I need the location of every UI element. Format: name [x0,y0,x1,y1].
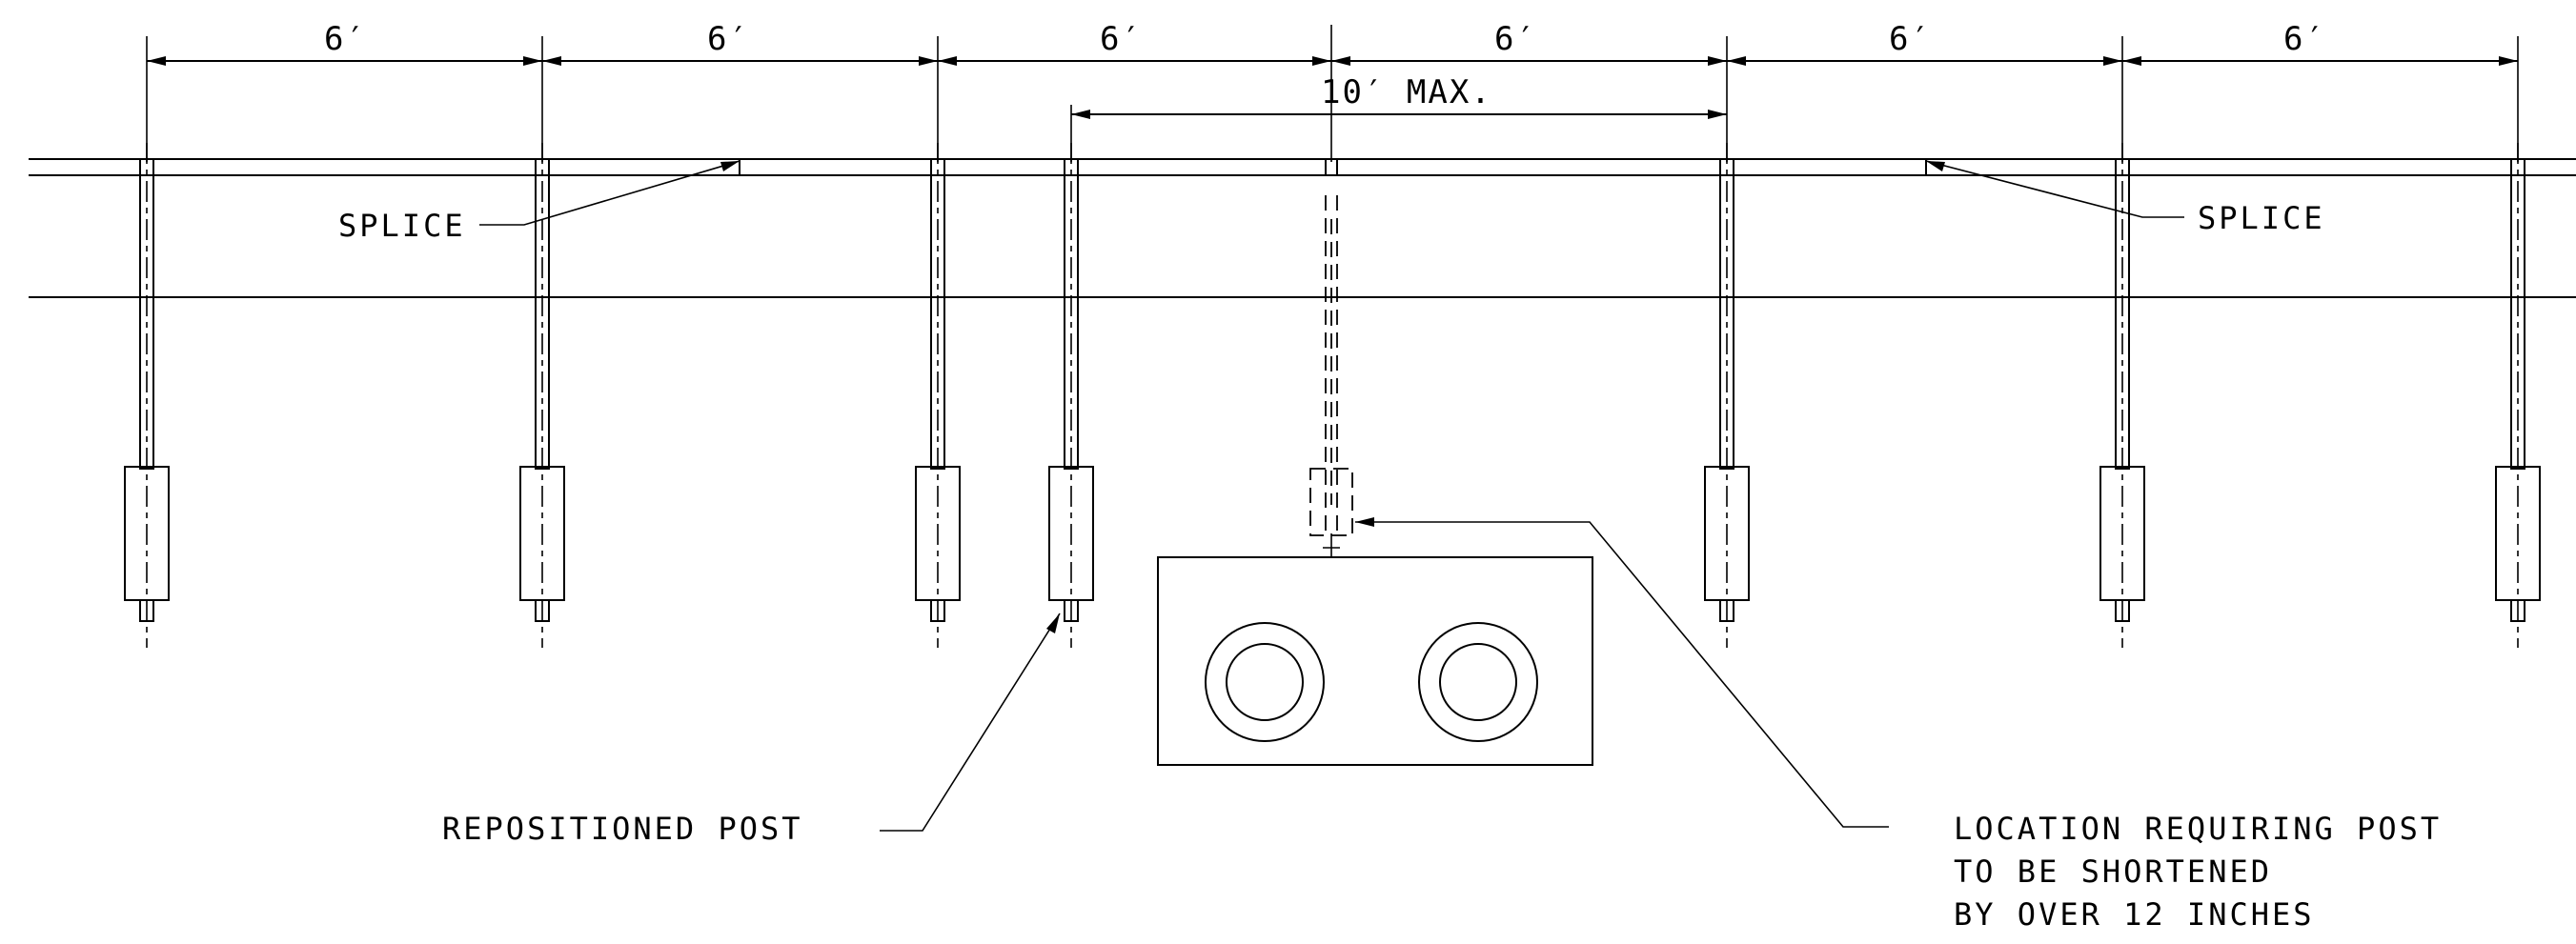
location-note-line-3: BY OVER 12 INCHES [1954,896,2315,933]
post-5 [1704,143,1750,648]
post-7 [2495,143,2541,648]
post-3 [915,143,961,648]
splice-marks [739,159,1927,175]
post-6 [2099,143,2145,648]
splice-label-left: SPLICE [338,208,466,244]
post-2 [519,143,565,648]
max-dimension-line [1070,105,1727,162]
repositioned-post-label: REPOSITIONED POST [442,811,803,847]
max-spacing-label: 10′ MAX. [1321,73,1492,111]
location-note-line-1: LOCATION REQUIRING POST [1954,811,2442,847]
leader-repositioned-post [880,613,1061,832]
spacing-label-6: 6′ [2283,20,2326,58]
spacing-label-4: 6′ [1494,20,1537,58]
spacing-label-2: 6′ [707,20,750,58]
repositioned-post [1048,143,1094,648]
post-1 [124,143,170,648]
location-note-line-2: TO BE SHORTENED [1954,854,2272,890]
shortened-post-hidden [1309,158,1353,557]
spacing-label-3: 6′ [1100,20,1143,58]
leader-splice-left [479,160,740,226]
leader-shortened-location [1355,517,1889,828]
leader-splice-right [1925,160,2184,218]
spacing-dimension-line [146,25,2519,162]
spacing-label-5: 6′ [1889,20,1932,58]
splice-label-right: SPLICE [2198,200,2325,236]
culvert-headwall [1157,556,1593,766]
guardrail-beam [29,158,2576,298]
spacing-label-1: 6′ [324,20,367,58]
